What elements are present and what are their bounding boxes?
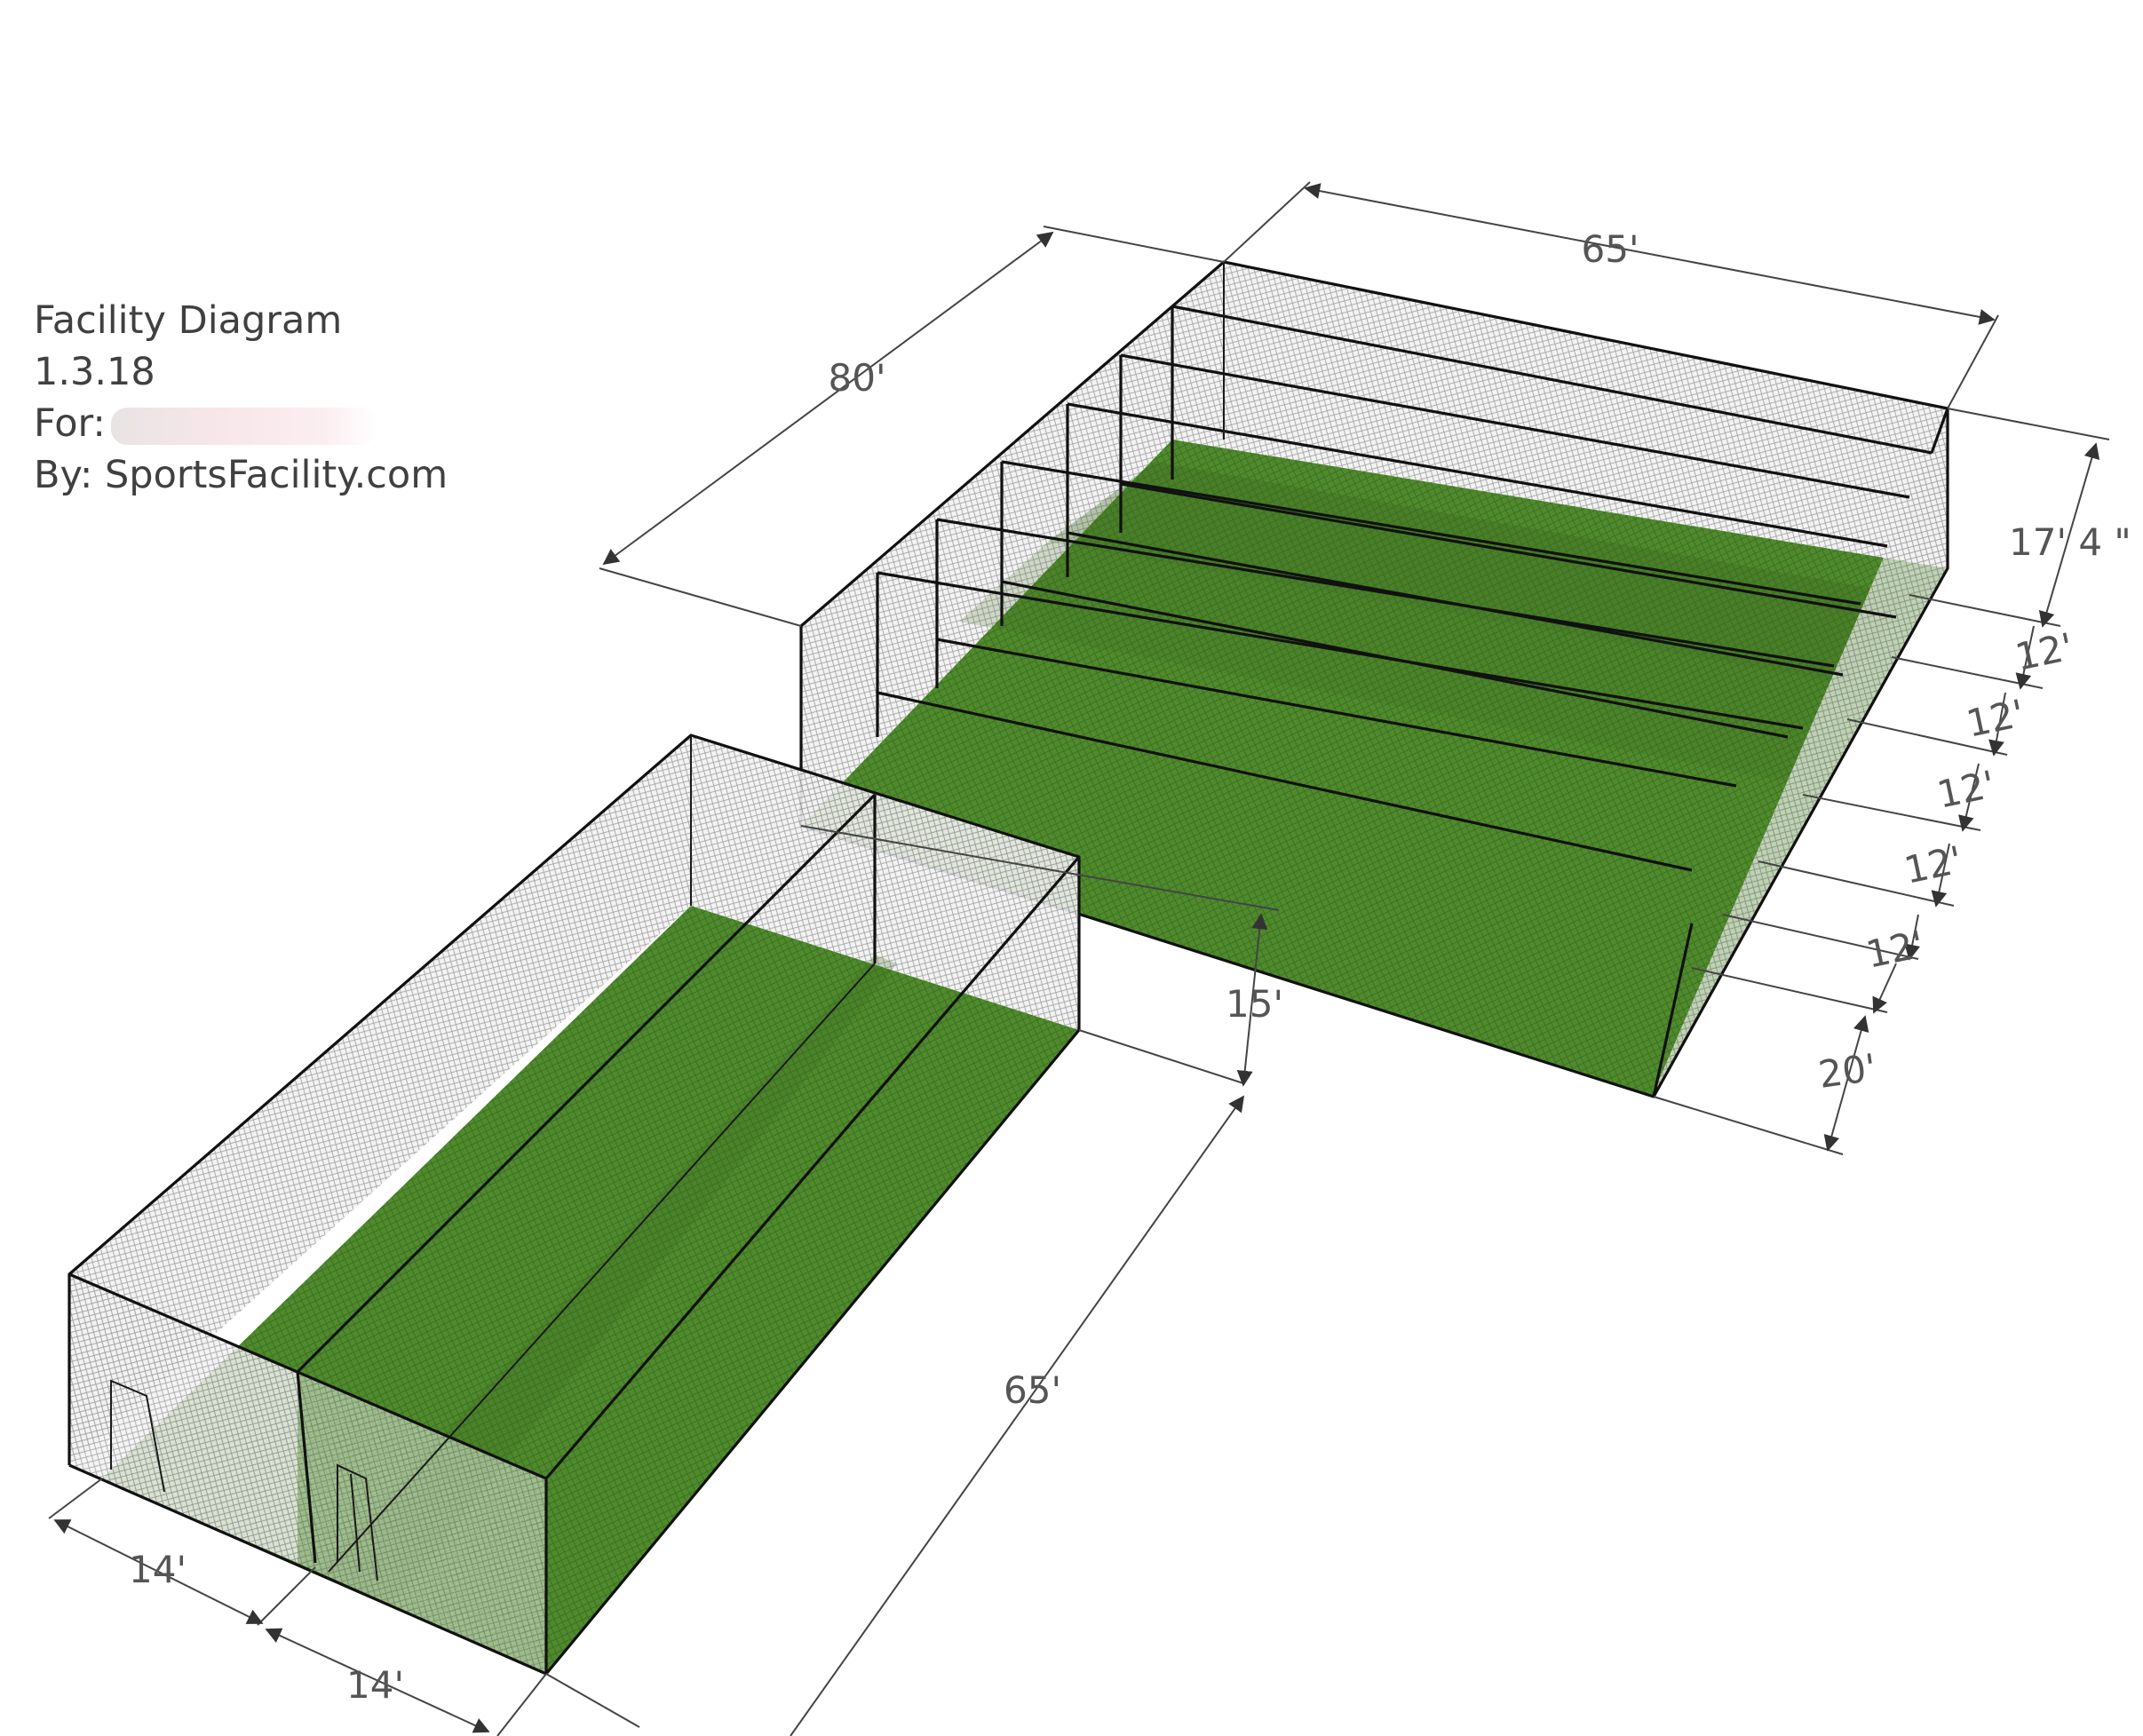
dimension-labels: 65' 80' 17' 4 " 12' 12' 12' 12' 12' 20' …	[129, 227, 2131, 1707]
top-back-wall	[1172, 262, 1948, 568]
bottom-left-wall	[69, 735, 691, 1465]
bottom-front-wall-2	[298, 1372, 546, 1674]
top-turf-floor	[801, 440, 1948, 1097]
redacted-client-name	[110, 407, 377, 445]
dim-lane-5: 12'	[1862, 922, 1928, 976]
dim-bottom-lane-2: 14'	[346, 1663, 404, 1707]
top-right-wall	[1654, 408, 1948, 1097]
dim-gap: 15'	[1226, 982, 1283, 1026]
door-right	[337, 1463, 378, 1581]
dim-top-width: 80'	[829, 356, 886, 400]
dim-top-length: 65'	[1582, 227, 1639, 271]
bottom-cage-structure	[67, 733, 1081, 1676]
author-line: By: SportsFacility.com	[34, 453, 448, 497]
dim-height: 17' 4 "	[2009, 520, 2131, 564]
diagram-title: Facility Diagram	[34, 298, 343, 343]
dim-lane-3: 12'	[1933, 762, 1999, 816]
top-lane-shade	[1048, 462, 1909, 684]
door-left	[110, 1379, 165, 1493]
dimension-lines	[48, 181, 2110, 1736]
client-line: For:	[34, 398, 448, 449]
bottom-back-wall	[691, 735, 1079, 1030]
dim-bottom-length: 65'	[1004, 1368, 1061, 1412]
dim-lane-2: 12'	[1963, 691, 2028, 745]
top-divider-top-edges	[877, 305, 1933, 730]
for-label: For:	[34, 401, 106, 446]
dim-bottom-lane-1: 14'	[129, 1548, 187, 1591]
bottom-front-wall	[69, 1274, 298, 1563]
diagram-date: 1.3.18	[34, 350, 155, 394]
title-block: Facility Diagram 1.3.18 For: By: SportsF…	[34, 295, 448, 501]
bottom-lane-divider	[296, 793, 877, 1573]
dim-lane-4: 12'	[1901, 837, 1966, 892]
dim-end-width: 20'	[1816, 1045, 1879, 1097]
dim-lane-1: 12'	[2012, 624, 2077, 678]
